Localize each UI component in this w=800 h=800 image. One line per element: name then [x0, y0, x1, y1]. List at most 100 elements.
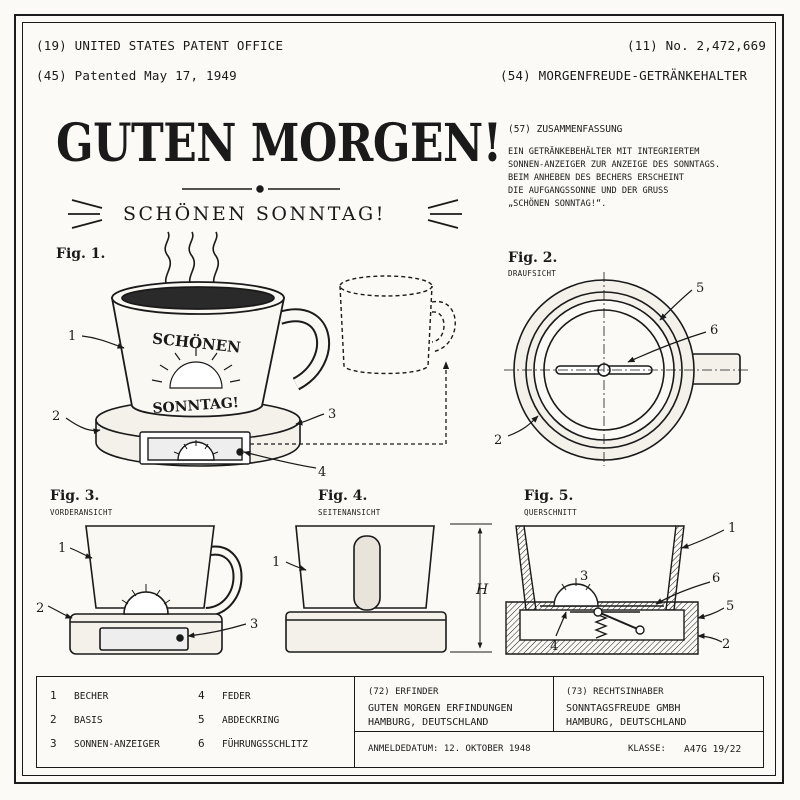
part-label: ABDECKRING [222, 715, 280, 726]
inventor-city: HAMBURG, DEUTSCHLAND [368, 717, 489, 728]
sparkle-right-icon [427, 199, 462, 229]
fig5-callout-1: 1 [728, 521, 736, 536]
fig4-callout-1: 1 [272, 555, 280, 570]
fig2-callout-6: 6 [710, 323, 718, 338]
part-label: FEDER [222, 691, 251, 702]
office-code: (19) [36, 38, 67, 53]
office-name: UNITED STATES PATENT OFFICE [74, 38, 284, 53]
fig5-sub: QUERSCHNITT [524, 508, 577, 517]
fig1-leaders [65, 335, 325, 469]
fig1-callout-2: 2 [52, 409, 60, 424]
ornament-divider [182, 185, 340, 193]
abstract-line: „SCHÖNEN SONNTAG!“. [508, 199, 607, 209]
header-patented: (45) Patented May 17, 1949 [36, 68, 237, 83]
fig1-steam [164, 231, 220, 289]
mug-text-bottom: SONNTAG! [152, 395, 239, 417]
part-number: 1 [50, 689, 57, 702]
fig4-leaders [285, 561, 307, 571]
name-code: (54) [500, 68, 531, 83]
part-label: SONNEN-ANZEIGER [74, 739, 160, 750]
abstract-heading: (57) ZUSAMMENFASSUNG [508, 124, 623, 135]
holder-city: HAMBURG, DEUTSCHLAND [566, 717, 687, 728]
fig1-label: Fig. 1. [56, 246, 106, 262]
filing-date: ANMELDEDATUM: 12. OKTOBER 1948 [368, 744, 531, 754]
fig3-label: Fig. 3. [50, 488, 100, 504]
part-number: 3 [50, 737, 57, 750]
fig4-dimension-label: H [475, 582, 489, 598]
part-number: 6 [198, 737, 205, 750]
header-office: (19) UNITED STATES PATENT OFFICE [36, 38, 283, 53]
fig4-side-view [285, 525, 447, 653]
patented-date: Patented May 17, 1949 [74, 68, 237, 83]
fig2-callout-5: 5 [696, 281, 704, 296]
holder-heading: (73) RECHTSINHABER [566, 687, 664, 697]
patent-number: No. 2,472,669 [665, 38, 767, 53]
fig2-centerlines [504, 272, 748, 466]
fig3-sun-icon [121, 584, 171, 605]
fig4-height-dimension [450, 523, 492, 653]
header-name: (54) MORGENFREUDE-GETRÄNKEHALTER [500, 68, 747, 83]
part-number: 2 [50, 713, 57, 726]
ornament-dot [256, 185, 264, 193]
fig2-leaders [507, 289, 707, 437]
legend-part: 2 BASIS [50, 713, 103, 726]
fig5-callout-3: 3 [580, 569, 588, 584]
fig3-callout-3: 3 [250, 617, 258, 632]
class-value: A47G 19/22 [684, 744, 742, 755]
part-label: FÜHRUNGSSCHLITZ [222, 739, 308, 750]
fig5-callout-4: 4 [550, 639, 558, 654]
fig2-label: Fig. 2. [508, 250, 558, 266]
inventor-name: GUTEN MORGEN ERFINDUNGEN [368, 703, 513, 714]
abstract-line: DIE AUFGANGSSONNE UND DER GRUSS [508, 186, 669, 196]
fig3-leaders [47, 547, 247, 639]
fig5-callout-6: 6 [712, 571, 720, 586]
legend-part: 1 BECHER [50, 689, 108, 702]
fig5-label: Fig. 5. [524, 488, 574, 504]
part-label: BASIS [74, 715, 103, 726]
abstract-line: SONNEN-ANZEIGER ZUR ANZEIGE DES SONNTAGS… [508, 160, 721, 170]
sparkle-left-icon [68, 199, 103, 229]
legend-divider [354, 676, 355, 768]
header-number: (11) No. 2,472,669 [627, 38, 766, 53]
fig3-callout-1: 1 [58, 541, 66, 556]
fig1-mug [110, 281, 330, 418]
fig5-leaders [555, 529, 725, 643]
fig1-mug-sun-icon [151, 348, 241, 389]
legend-part: 5 ABDECKRING [198, 713, 279, 726]
invention-name: MORGENFREUDE-GETRÄNKEHALTER [538, 68, 748, 83]
part-number: 5 [198, 713, 205, 726]
headline-subtitle: SCHÖNEN SONNTAG! [123, 203, 386, 225]
legend-part: 6 FÜHRUNGSSCHLITZ [198, 737, 308, 750]
number-code: (11) [627, 38, 658, 53]
part-label: BECHER [74, 691, 109, 702]
fig1-lifted-mug [339, 275, 456, 375]
holder-name: SONNTAGSFREUDE GMBH [566, 703, 681, 714]
inventor-heading: (72) ERFINDER [368, 687, 439, 697]
legend-divider [354, 731, 764, 732]
fig5-callout-2: 2 [722, 637, 730, 652]
fig4-sub: SEITENANSICHT [318, 508, 381, 517]
fig3-sub: VORDERANSICHT [50, 508, 113, 517]
abstract-line: BEIM ANHEBEN DES BECHERS ERSCHEINT [508, 173, 684, 183]
class-label: KLASSE: [628, 744, 666, 754]
inner-border [22, 22, 776, 776]
legend-box [36, 676, 764, 768]
abstract-body: EIN GETRÄNKEBEHÄLTER MIT INTEGRIERTEM SO… [508, 146, 768, 211]
part-number: 4 [198, 689, 205, 702]
outer-border [14, 14, 784, 784]
fig4-label: Fig. 4. [318, 488, 368, 504]
legend-part: 3 SONNEN-ANZEIGER [50, 737, 160, 750]
abstract-line: EIN GETRÄNKEBEHÄLTER MIT INTEGRIERTEM [508, 147, 700, 157]
fig3-callout-2: 2 [36, 601, 44, 616]
fig2-callout-2: 2 [494, 433, 502, 448]
fig1-callout-3: 3 [328, 407, 336, 422]
fig1-window [139, 431, 251, 465]
headline-title: GUTEN MORGEN! [56, 114, 502, 175]
fig1-callout-1: 1 [68, 329, 76, 344]
fig1-lift-arrow [250, 361, 450, 445]
patented-code: (45) [36, 68, 67, 83]
fig1-callout-4: 4 [318, 465, 326, 480]
fig2-sub: DRAUFSICHT [508, 269, 557, 278]
fig3-front-view [69, 525, 243, 655]
